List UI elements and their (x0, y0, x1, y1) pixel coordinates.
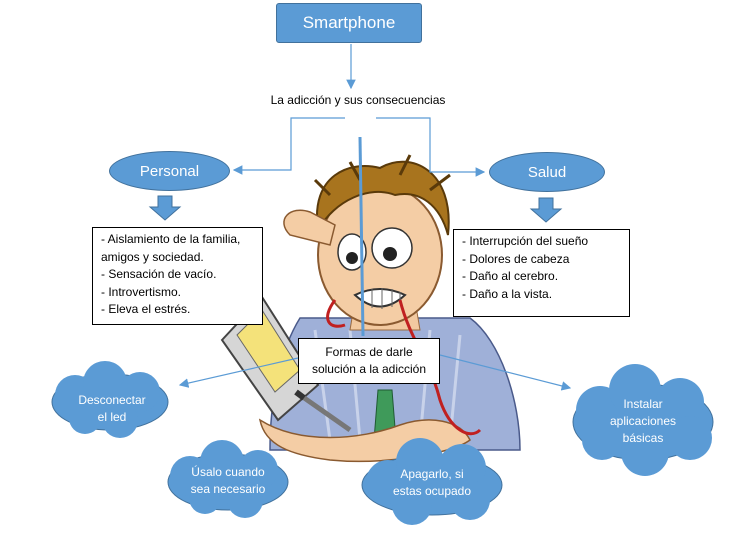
list-item: - Daño a la vista. (462, 286, 553, 301)
cloud-label-4: Instalar aplicaciones básicas (588, 396, 698, 447)
personal-ellipse: Personal (109, 151, 230, 191)
solutions-title-line2: solución a la adicción (311, 362, 427, 376)
cloud-4-line3: básicas (622, 431, 664, 445)
cloud-label-2: Úsalo cuando sea necesario (173, 464, 283, 498)
cloud-shape-3 (361, 438, 503, 525)
connector-to-personal (232, 117, 345, 175)
down-arrow-personal-icon (148, 195, 182, 221)
solutions-box: Formas de darle solución a la adicción (298, 338, 440, 384)
list-item: - Aislamiento de la familia, (101, 232, 241, 246)
list-item: - Sensación de vacío. (101, 267, 217, 281)
cloud-4-line1: Instalar (623, 397, 663, 411)
salud-consequences-box: - Interrupción del sueño - Dolores de ca… (453, 229, 630, 317)
salud-label: Salud (527, 163, 567, 181)
list-item: amigos y sociedad. (101, 249, 204, 264)
list-item: - Eleva el estrés. (101, 302, 191, 316)
cloud-label-3: Apagarlo, si estas ocupado (377, 466, 487, 500)
cloud-3-line2: estas ocupado (392, 484, 472, 498)
list-item: - Interrupción del sueño (462, 234, 589, 248)
cloud-label-1: Desconectar el led (62, 392, 162, 426)
title-text: Smartphone (302, 13, 396, 32)
solutions-title-line1: Formas de darle (325, 345, 413, 359)
list-item: - Dolores de cabeza (462, 251, 570, 266)
connector-to-cloud-4 (439, 354, 572, 391)
list-item: - Daño al cerebro. (462, 269, 559, 283)
personal-label: Personal (139, 162, 200, 180)
salud-ellipse: Salud (489, 152, 605, 192)
connector-to-salud (376, 117, 486, 177)
cloud-shape-4 (572, 364, 714, 476)
cloud-1-line1: Desconectar (78, 393, 146, 407)
title-box: Smartphone (276, 3, 422, 43)
personal-consequences-box: - Aislamiento de la familia, amigos y so… (92, 227, 263, 325)
cloud-4-line2: aplicaciones (609, 414, 677, 428)
cloud-2-line1: Úsalo cuando (191, 465, 265, 479)
stressed-man-with-phone-illustration (220, 154, 521, 463)
cloud-2-line2: sea necesario (190, 482, 266, 496)
connector-to-cloud-1 (178, 357, 299, 388)
cloud-3-line1: Apagarlo, si (400, 467, 464, 481)
down-arrow-salud-icon (529, 197, 563, 223)
list-item: - Introvertismo. (101, 284, 182, 299)
cloud-shape-1 (51, 361, 169, 438)
cloud-shape-2 (167, 440, 289, 518)
connector-to-solutions (358, 136, 365, 337)
subtitle-text: La adicción y sus consecuencias (240, 93, 476, 111)
cloud-1-line2: el led (97, 410, 127, 424)
